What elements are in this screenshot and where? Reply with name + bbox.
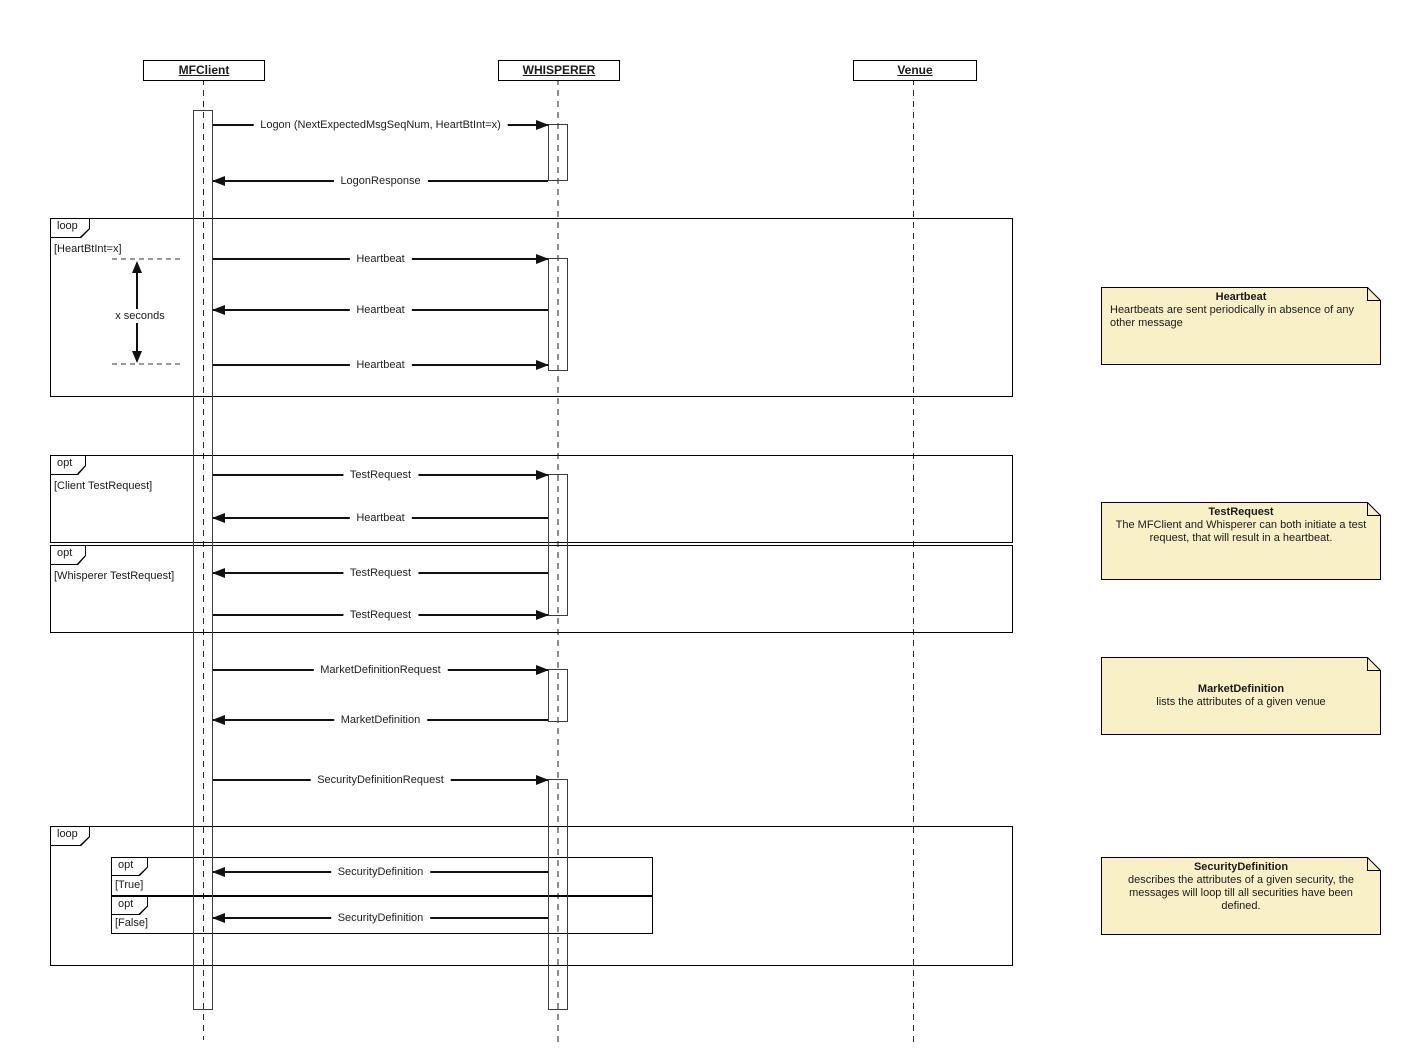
note-shape: [1101, 502, 1381, 580]
message-heartbeat-1: Heartbeat: [213, 253, 548, 265]
note-title: SecurityDefinition: [1193, 861, 1289, 873]
fragment-operator-tab: loop: [50, 826, 90, 846]
message-marketdefinition: MarketDefinition: [213, 714, 548, 726]
fragment-operator-tab: loop: [50, 218, 90, 238]
note-title: MarketDefinition: [1197, 682, 1285, 695]
lifeline-whisperer: [557, 79, 559, 1042]
message-label: Heartbeat: [349, 253, 412, 265]
lifeline-mfclient: [203, 79, 204, 1040]
activation-whisperer-testrequest: [548, 474, 568, 616]
message-heartbeat-3: Heartbeat: [213, 359, 548, 371]
note-fold-icon: [1367, 657, 1381, 671]
fragment-loop-securitydefinition: loop: [50, 826, 1013, 966]
note-body: lists the attributes of a given venue: [1156, 695, 1326, 708]
message-securitydefinition-true: SecurityDefinition: [213, 866, 548, 878]
fragment-operator-tab: opt: [50, 455, 86, 475]
message-securitydefinition-false: SecurityDefinition: [213, 912, 548, 924]
note-body: The MFClient and Whisperer can both init…: [1115, 519, 1367, 544]
fragment-operator-label: loop: [57, 220, 78, 232]
activation-mfclient: [193, 110, 213, 1010]
fragment-operator-label: opt: [118, 859, 134, 871]
message-testrequest-client: TestRequest: [213, 469, 548, 481]
note-body: describes the attributes of a given secu…: [1127, 874, 1355, 912]
fragment-operator-label: opt: [57, 547, 73, 559]
fragment-operator-label: opt: [57, 457, 73, 469]
note-securitydefinition: SecurityDefinition describes the attribu…: [1101, 857, 1381, 935]
actor-venue: Venue: [853, 60, 977, 81]
message-heartbeat-response: Heartbeat: [213, 512, 548, 524]
message-label: TestRequest: [342, 567, 419, 579]
message-label: TestRequest: [342, 609, 419, 621]
message-label: Heartbeat: [349, 512, 412, 524]
note-body: Heartbeats are sent periodically in abse…: [1110, 304, 1354, 329]
message-label: MarketDefinition: [333, 714, 428, 726]
message-testrequest-whisperer: TestRequest: [213, 567, 548, 579]
fragment-operator-label: opt: [118, 898, 134, 910]
duration-label: x seconds: [111, 309, 169, 323]
note-shape: [1101, 287, 1381, 365]
fragment-operator-tab: opt: [50, 545, 86, 565]
fragment-opt-client-testrequest: opt [Client TestRequest]: [50, 455, 1013, 543]
constraint-dashed-line-top: [112, 258, 182, 260]
note-testrequest: TestRequest The MFClient and Whisperer c…: [1101, 502, 1381, 580]
fragment-guard: [True]: [115, 879, 144, 891]
message-label: SecurityDefinition: [330, 912, 431, 924]
note-fold-icon: [1367, 287, 1381, 301]
note-marketdefinition: MarketDefinition lists the attributes of…: [1101, 657, 1381, 735]
message-heartbeat-2: Heartbeat: [213, 304, 548, 316]
activation-whisperer-marketdefinition: [548, 669, 568, 722]
actor-whisperer: WHISPERER: [498, 60, 620, 81]
fragment-opt-true: opt [True]: [111, 857, 653, 896]
actor-whisperer-label: WHISPERER: [522, 63, 596, 77]
message-label: TestRequest: [342, 469, 419, 481]
fragment-guard: [Client TestRequest]: [54, 480, 153, 492]
message-logon-response: LogonResponse: [213, 175, 548, 187]
constraint-dashed-line-bottom: [112, 363, 182, 365]
activation-whisperer-logon: [548, 124, 568, 181]
fragment-opt-false: opt [False]: [111, 896, 653, 934]
actor-mfclient: MFClient: [143, 60, 265, 81]
fragment-guard: [HeartBtInt=x]: [54, 243, 122, 255]
message-label: MarketDefinitionRequest: [313, 664, 448, 676]
message-logon: Logon (NextExpectedMsgSeqNum, HeartBtInt…: [213, 119, 548, 131]
message-testrequest-reply: TestRequest: [213, 609, 548, 621]
message-label: SecurityDefinitionRequest: [310, 774, 451, 786]
note-shape: [1101, 857, 1381, 935]
note-fold-icon: [1367, 857, 1381, 871]
note-title: Heartbeat: [1215, 291, 1267, 303]
note-heartbeat: Heartbeat Heartbeats are sent periodical…: [1101, 287, 1381, 365]
note-title: TestRequest: [1208, 506, 1274, 518]
activation-whisperer-heartbeat: [548, 258, 568, 371]
actor-mfclient-label: MFClient: [178, 63, 230, 77]
fragment-operator-label: loop: [57, 828, 78, 840]
activation-whisperer-securitydefinition: [548, 779, 568, 1010]
fragment-operator-tab: opt: [111, 857, 148, 876]
message-marketdefinitionrequest: MarketDefinitionRequest: [213, 664, 548, 676]
fragment-opt-whisperer-testrequest: opt [Whisperer TestRequest]: [50, 545, 1013, 633]
message-label: Heartbeat: [349, 304, 412, 316]
fragment-operator-tab: opt: [111, 896, 148, 915]
fragment-loop-heartbeat: loop [HeartBtInt=x]: [50, 218, 1013, 397]
lifeline-venue: [913, 79, 914, 1042]
fragment-guard: [Whisperer TestRequest]: [54, 570, 175, 582]
message-label: LogonResponse: [333, 175, 428, 187]
actor-venue-label: Venue: [897, 63, 933, 77]
message-label: Logon (NextExpectedMsgSeqNum, HeartBtInt…: [253, 119, 508, 131]
fragment-guard: [False]: [115, 917, 149, 929]
note-fold-icon: [1367, 502, 1381, 516]
message-label: Heartbeat: [349, 359, 412, 371]
message-securitydefinitionrequest: SecurityDefinitionRequest: [213, 774, 548, 786]
message-label: SecurityDefinition: [330, 866, 431, 878]
note-shape: [1101, 657, 1381, 735]
